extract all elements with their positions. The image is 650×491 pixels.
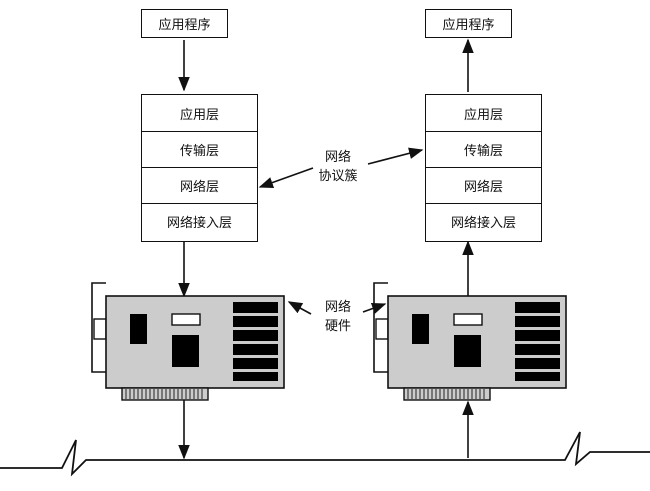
left-network-layer: 网络层: [142, 167, 257, 203]
right-application-layer: 应用层: [463, 107, 503, 123]
protocol-suite-label: 网络 协议簇: [314, 148, 362, 186]
right-application-box: 应用程序: [425, 9, 512, 38]
hardware-label-line1: 网络: [324, 300, 351, 315]
protocol-suite-pointer-right: [367, 147, 424, 165]
protocol-suite-pointer-left: [258, 167, 314, 189]
hardware-label-line2: 硬件: [324, 319, 351, 334]
left-transport-layer: 传输层: [142, 131, 257, 167]
hardware-pointer-left: [287, 301, 312, 315]
network-cable: [0, 431, 650, 477]
hardware-label: 网络 硬件: [314, 298, 362, 336]
right-network-layer: 网络层: [426, 167, 541, 203]
left-network-card: [91, 282, 285, 401]
right-transport-layer: 传输层: [426, 131, 541, 167]
left-application-box: 应用程序: [141, 9, 228, 38]
right-network-card: [373, 282, 567, 401]
left-protocol-stack: 应用层 传输层 网络层 网络接入层: [141, 94, 258, 242]
right-network-access-layer: 网络接入层: [426, 203, 541, 239]
left-network-access-layer: 网络接入层: [142, 203, 257, 239]
protocol-suite-label-line2: 协议簇: [318, 169, 358, 184]
protocol-suite-label-line1: 网络: [324, 150, 351, 165]
right-protocol-stack: 应用层 传输层 网络层 网络接入层: [425, 94, 542, 242]
left-application-layer: 应用层: [179, 107, 219, 123]
